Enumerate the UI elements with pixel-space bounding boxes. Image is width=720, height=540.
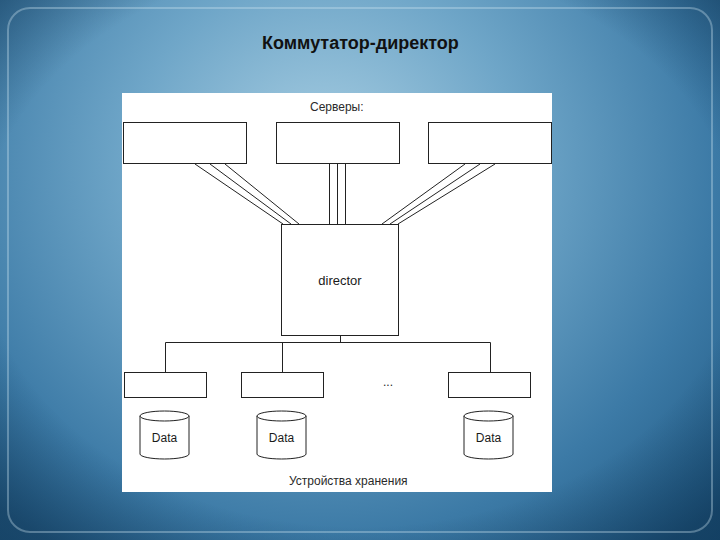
node-text: director (318, 273, 361, 288)
cylinder-body (257, 416, 306, 459)
server-box (124, 123, 247, 164)
node-label: director (318, 273, 361, 288)
cylinder-body (140, 416, 189, 459)
node-label: Data (476, 431, 501, 445)
slide-title: Коммутатор-директор (262, 33, 459, 54)
ellipsis-label: ... (383, 375, 393, 389)
server-box (429, 123, 552, 164)
data-storage: Data (256, 410, 307, 460)
cylinder-top (257, 411, 306, 421)
server-box (277, 123, 400, 164)
cylinder-top (140, 411, 189, 421)
cylinder-top (464, 411, 513, 421)
group-heading: Серверы: (310, 100, 364, 114)
group-caption: Устройства хранения (289, 474, 408, 488)
storage-controller (125, 373, 207, 398)
node-text: Data (476, 425, 501, 445)
node-text: Data (269, 425, 294, 445)
data-storage: Data (463, 410, 514, 460)
storage-controller (242, 373, 324, 398)
node-label: Data (152, 431, 177, 445)
cylinder-body (464, 416, 513, 459)
director-switch: director (281, 224, 399, 336)
node-label: Data (269, 431, 294, 445)
node-text: Data (152, 425, 177, 445)
storage-controller (449, 373, 531, 398)
data-storage: Data (139, 410, 190, 460)
